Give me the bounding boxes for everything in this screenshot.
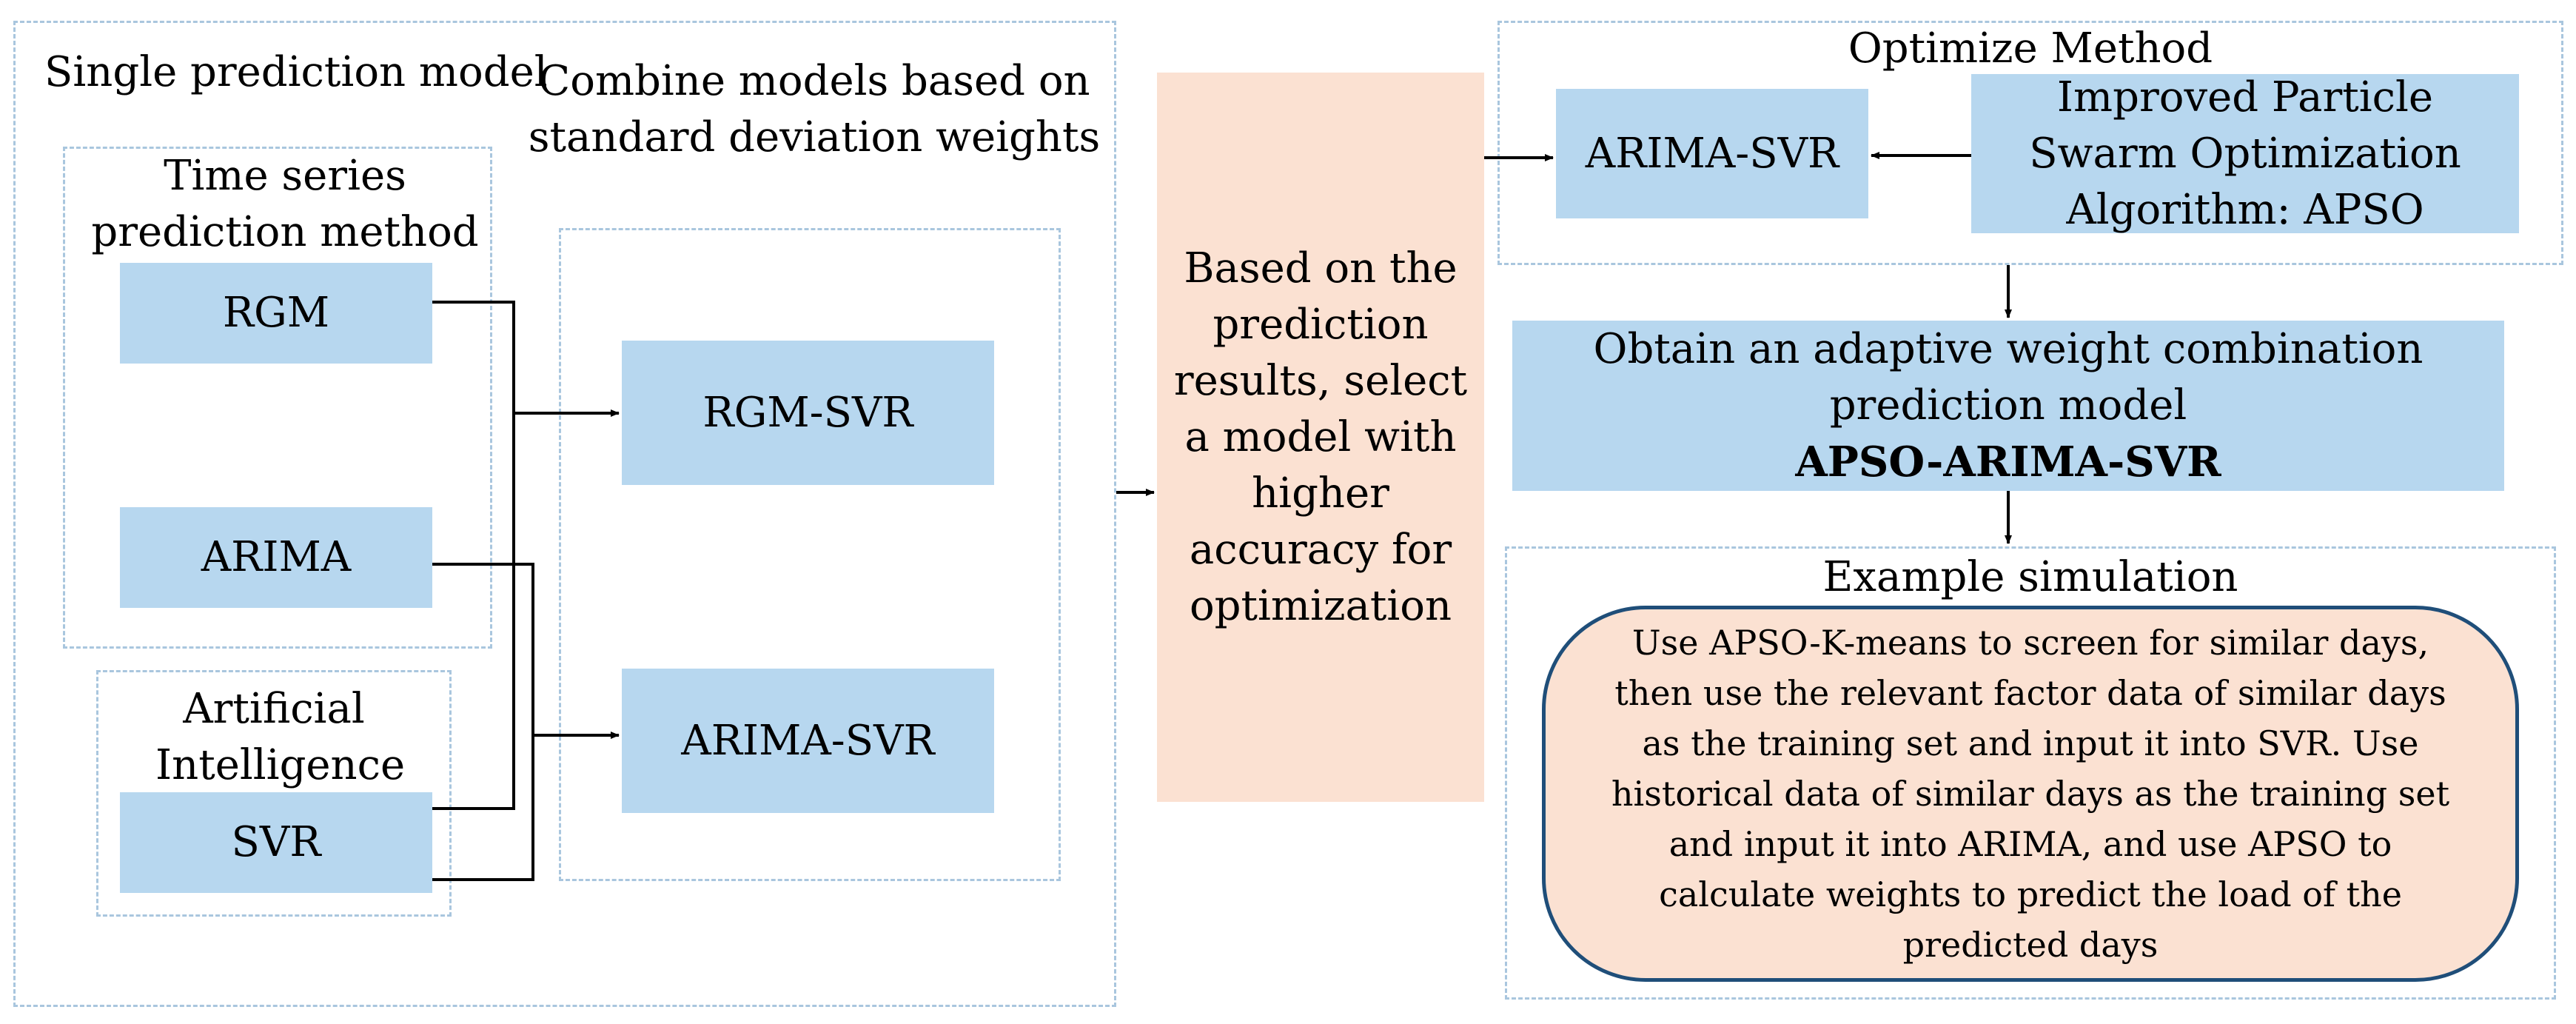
arima-to-arima-svr-line <box>432 563 620 739</box>
apso-node: Improved Particle Swarm Optimization Alg… <box>1971 73 2519 234</box>
svr-to-rgm-svr-line <box>432 413 515 810</box>
arima-node: ARIMA <box>120 507 432 608</box>
selection-box: Based on the prediction results, select … <box>1157 73 1484 802</box>
arima-svr-node: ARIMA-SVR <box>622 669 994 813</box>
example-text: Use APSO-K-means to screen for similar d… <box>1611 623 2450 965</box>
optimize-title: Optimize Method <box>1848 24 2213 73</box>
rgm-to-rgm-svr-line <box>432 301 620 417</box>
ai-label: Artificial Intelligence <box>155 685 406 789</box>
obtain-model-name: APSO-ARIMA-SVR <box>1795 438 2221 486</box>
time-series-group <box>63 147 492 649</box>
single-prediction-title: Single prediction model <box>44 48 548 96</box>
svr-node: SVR <box>120 792 432 893</box>
obtain-text: Obtain an adaptive weight combination pr… <box>1593 325 2424 429</box>
example-oval: Use APSO-K-means to screen for similar d… <box>1542 606 2519 982</box>
obtain-box: Obtain an adaptive weight combination pr… <box>1512 321 2504 491</box>
rgm-node: RGM <box>120 263 432 364</box>
rgm-svr-node: RGM-SVR <box>622 341 994 485</box>
example-title: Example simulation <box>1822 553 2238 601</box>
optimize-arima-svr-node: ARIMA-SVR <box>1556 89 1868 218</box>
svr-to-arima-svr-line <box>432 735 534 881</box>
combine-label: Combine models based on standard deviati… <box>528 57 1101 161</box>
optimize-panel <box>1497 21 2563 265</box>
example-panel <box>1505 546 2556 1000</box>
ai-group <box>96 670 452 917</box>
time-series-label: Time series prediction method <box>91 152 479 256</box>
combine-group <box>559 228 1061 881</box>
single-prediction-panel <box>13 21 1116 1007</box>
